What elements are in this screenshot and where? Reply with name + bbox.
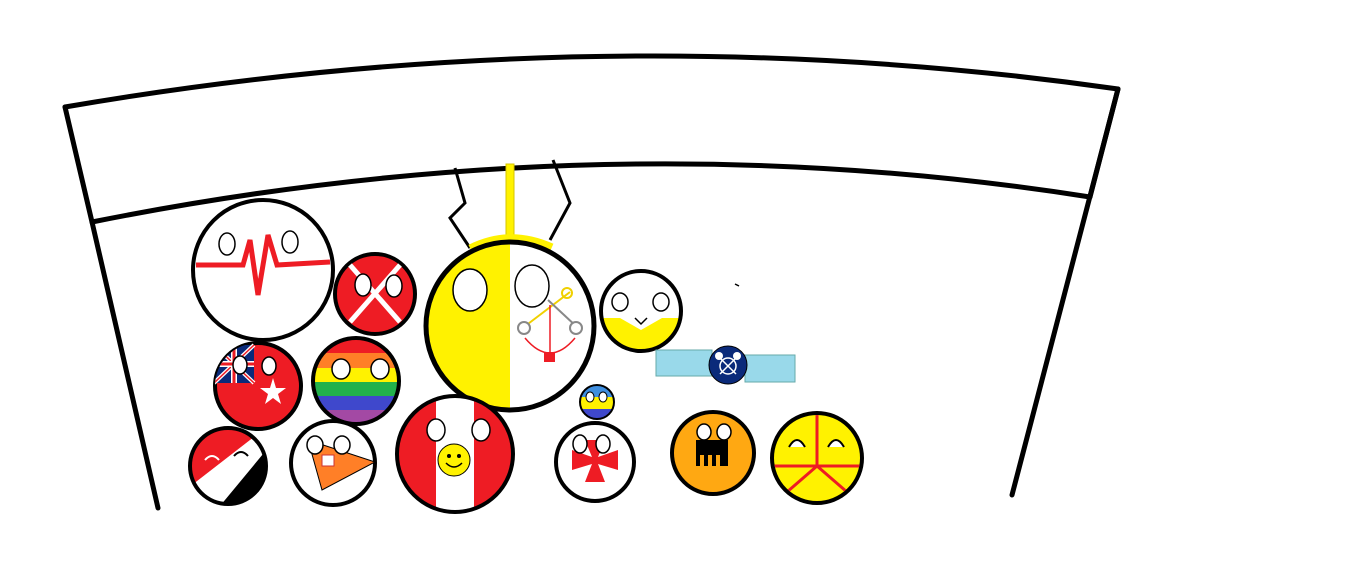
pennant-ball <box>289 419 377 507</box>
arch-frame <box>62 53 1121 511</box>
peace-ball <box>770 411 864 505</box>
smiley-flag-ball <box>395 394 515 514</box>
hook-yellow-rod <box>505 163 515 245</box>
hook-hanger <box>448 159 572 252</box>
yellow-base-ball <box>599 269 683 353</box>
arch-left-leg <box>89 219 161 511</box>
solar-panel-right <box>744 354 796 383</box>
diagonal-ball <box>188 426 268 506</box>
heartbeat-ball <box>191 198 335 342</box>
rainbow-ball <box>311 336 401 426</box>
cross-ball <box>554 421 636 503</box>
crossed-x-ball <box>333 252 417 336</box>
arch-right-leg <box>1009 86 1121 498</box>
tiny-ball <box>579 384 615 420</box>
red-ensign-ball <box>213 341 303 431</box>
solar-panel-left <box>655 349 713 377</box>
arch-left-edge-top <box>62 104 95 225</box>
stray-mark <box>734 283 740 287</box>
smiley-emblem <box>437 443 471 477</box>
keys-emblem <box>517 287 583 362</box>
cross-emblem <box>572 440 618 482</box>
hook-right-arm <box>548 159 572 241</box>
hook-yellow-band <box>468 234 554 252</box>
arch-inner-curve <box>89 161 1093 225</box>
vatican-ball <box>423 239 597 413</box>
pulse-line <box>196 234 331 296</box>
arch-outer-curve <box>62 53 1121 110</box>
satellite <box>655 345 796 385</box>
hook-left-arm <box>448 167 472 249</box>
orange-ball <box>670 410 756 496</box>
